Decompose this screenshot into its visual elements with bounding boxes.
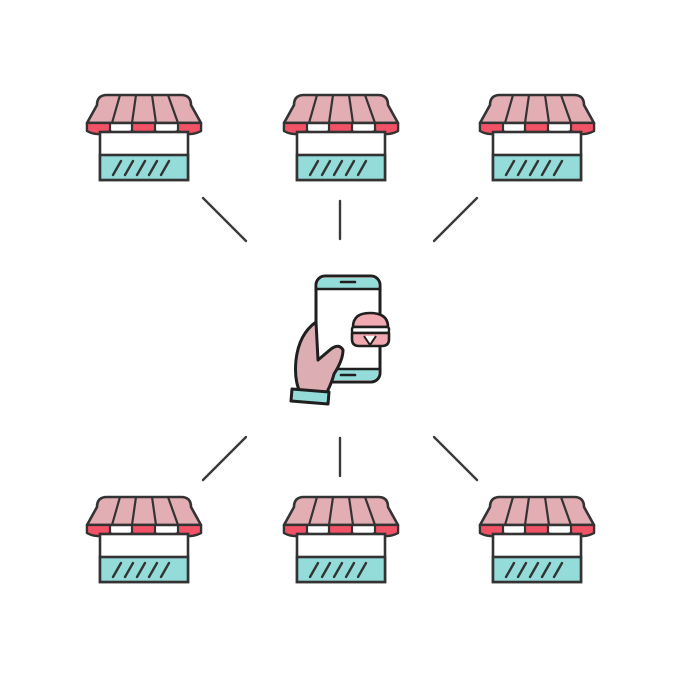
connector-bottom-right <box>432 435 479 482</box>
storefront-icon <box>478 495 596 584</box>
burger-icon <box>350 311 391 348</box>
storefront-icon <box>478 93 596 182</box>
connector-bottom-left <box>201 435 248 482</box>
storefront-icon <box>85 93 203 182</box>
connector-top-right <box>432 196 479 243</box>
storefront-icon <box>85 495 203 584</box>
hand-holding-phone-food-app-icon <box>289 274 391 406</box>
connector-top-left <box>201 196 248 243</box>
storefront-icon <box>282 93 400 182</box>
storefront-icon <box>282 495 400 584</box>
